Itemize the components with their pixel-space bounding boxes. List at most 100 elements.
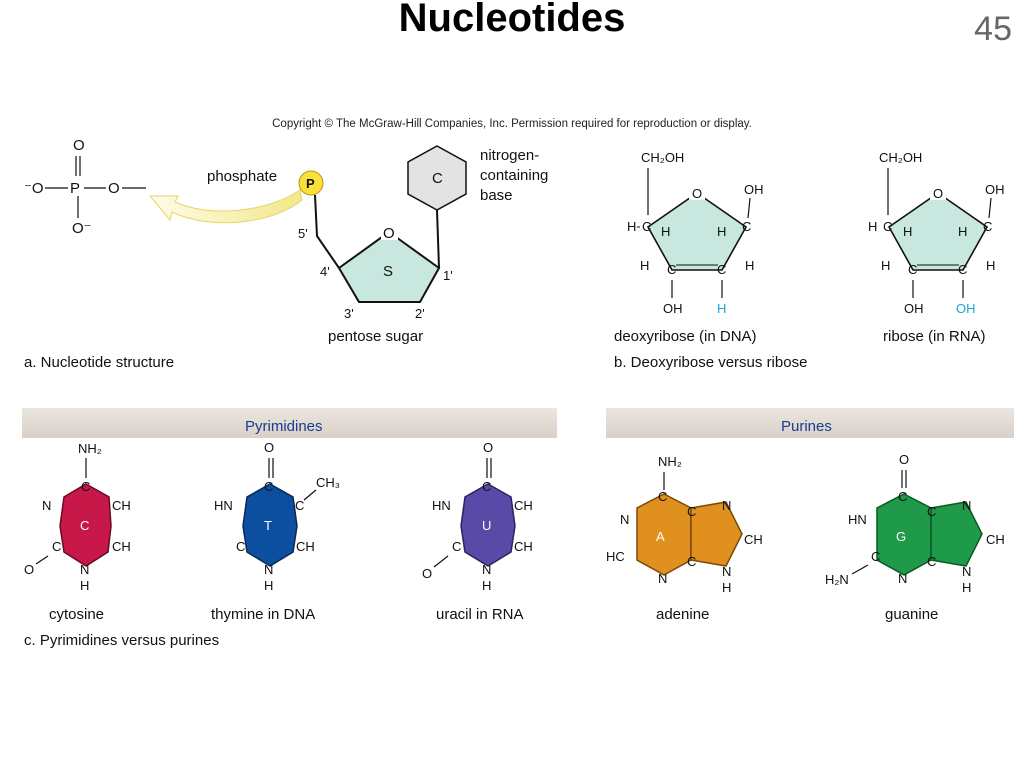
svg-text:O: O: [899, 452, 909, 467]
caption-b: b. Deoxyribose versus ribose: [614, 354, 807, 371]
svg-text:OH: OH: [744, 182, 764, 197]
svg-text:H: H: [958, 224, 967, 239]
adenine-name: adenine: [656, 606, 709, 623]
svg-text:O: O: [933, 186, 943, 201]
ribose-label: ribose (in RNA): [883, 328, 986, 345]
base-label-line-2: containing: [480, 167, 548, 184]
svg-text:N: N: [722, 498, 731, 513]
svg-text:O: O: [692, 186, 702, 201]
svg-text:C: C: [52, 539, 61, 554]
base-label-line-1: nitrogen-: [480, 147, 539, 164]
svg-text:C: C: [927, 504, 936, 519]
svg-text:N: N: [80, 562, 89, 577]
svg-text:C: C: [983, 219, 992, 234]
pyrimidines-band: [22, 408, 557, 438]
svg-text:CH: CH: [514, 539, 533, 554]
svg-text:C: C: [908, 262, 917, 277]
phosphate-sugar-bond: [314, 194, 340, 269]
cytosine-name: cytosine: [49, 606, 104, 623]
svg-text:OH: OH: [985, 182, 1005, 197]
cytosine-molecule: NH₂ C CH CH N C O N H C cytosine: [24, 441, 131, 623]
svg-text:O: O: [264, 440, 274, 455]
svg-text:H: H: [986, 258, 995, 273]
svg-text:CH: CH: [744, 532, 763, 547]
svg-text:H: H: [962, 580, 971, 595]
copyright-notice: Copyright © The McGraw-Hill Companies, I…: [272, 118, 752, 130]
svg-text:CH₂OH: CH₂OH: [641, 150, 684, 165]
svg-text:N: N: [962, 564, 971, 579]
svg-text:H: H: [745, 258, 754, 273]
base-label-line-3: base: [480, 187, 513, 204]
svg-text:C: C: [452, 539, 461, 554]
svg-text:C: C: [642, 219, 651, 234]
caption-c: c. Pyrimidines versus purines: [24, 632, 219, 649]
svg-text:O: O: [483, 440, 493, 455]
svg-text:HC: HC: [606, 549, 625, 564]
svg-text:NH₂: NH₂: [658, 454, 682, 469]
phosphate-ball: [298, 170, 324, 196]
svg-text:CH₃: CH₃: [316, 475, 340, 490]
svg-text:HN: HN: [214, 498, 233, 513]
svg-text:C: C: [482, 479, 491, 494]
svg-text:N: N: [482, 562, 491, 577]
svg-text:N: N: [962, 498, 971, 513]
base-hexagon: [407, 145, 467, 211]
svg-text:CH: CH: [986, 532, 1005, 547]
guanine-molecule: O C C C HN C H₂N N N CH N H G guanine: [825, 452, 1005, 623]
pyrimidines-header: Pyrimidines: [245, 418, 323, 435]
svg-text:C: C: [958, 262, 967, 277]
svg-text:C: C: [80, 518, 89, 533]
svg-text:O: O: [422, 566, 432, 581]
svg-text:O: O: [24, 562, 34, 577]
svg-text:HN: HN: [432, 498, 451, 513]
svg-text:CH₂OH: CH₂OH: [879, 150, 922, 165]
carbon-4-label: 4': [320, 264, 330, 279]
slide-number: 45: [974, 10, 1012, 48]
svg-text:CH: CH: [112, 498, 131, 513]
phosphate-label: phosphate: [207, 168, 277, 185]
svg-text:N: N: [42, 498, 51, 513]
sugar-letter: S: [383, 263, 393, 280]
phosphate-o-bottom: O⁻: [72, 220, 92, 237]
carbon-3-label: 3': [344, 306, 354, 321]
svg-text:H: H: [722, 580, 731, 595]
svg-text:A: A: [656, 529, 665, 544]
svg-text:CH: CH: [296, 539, 315, 554]
svg-text:H: H: [640, 258, 649, 273]
svg-text:N: N: [620, 512, 629, 527]
deoxyribose-special-h: H: [717, 301, 726, 316]
svg-text:H: H: [868, 219, 877, 234]
svg-text:H: H: [903, 224, 912, 239]
svg-text:H: H: [482, 578, 491, 593]
adenine-molecule: NH₂ C C C N HC N N CH N H A adenine: [606, 454, 763, 623]
svg-text:C: C: [687, 504, 696, 519]
svg-text:H: H: [661, 224, 670, 239]
phosphate-o-left: ⁻O: [24, 180, 44, 197]
svg-text:H₂N: H₂N: [825, 572, 849, 587]
svg-text:OH: OH: [663, 301, 683, 316]
svg-text:H: H: [627, 219, 636, 234]
phosphate-o-right: O: [108, 180, 120, 197]
svg-text:H: H: [881, 258, 890, 273]
carbon-5-label: 5': [298, 226, 308, 241]
phosphate-group: O ⁻O P O O⁻: [24, 137, 146, 237]
svg-text:C: C: [264, 479, 273, 494]
svg-text:HN: HN: [848, 512, 867, 527]
svg-text:U: U: [482, 518, 491, 533]
caption-a: a. Nucleotide structure: [24, 354, 174, 371]
svg-text:C: C: [658, 489, 667, 504]
svg-text:T: T: [264, 518, 272, 533]
svg-text:C: C: [81, 479, 90, 494]
base-letter: C: [432, 170, 443, 187]
svg-text:C: C: [742, 219, 751, 234]
phosphate-o-top: O: [73, 137, 85, 154]
svg-text:C: C: [871, 549, 880, 564]
carbon-1-label: 1': [443, 268, 453, 283]
svg-text:G: G: [896, 529, 906, 544]
svg-text:C: C: [687, 554, 696, 569]
pentose-ring: [337, 230, 441, 303]
svg-text:H: H: [264, 578, 273, 593]
svg-text:C: C: [295, 498, 304, 513]
slide-title: Nucleotides: [398, 0, 626, 40]
